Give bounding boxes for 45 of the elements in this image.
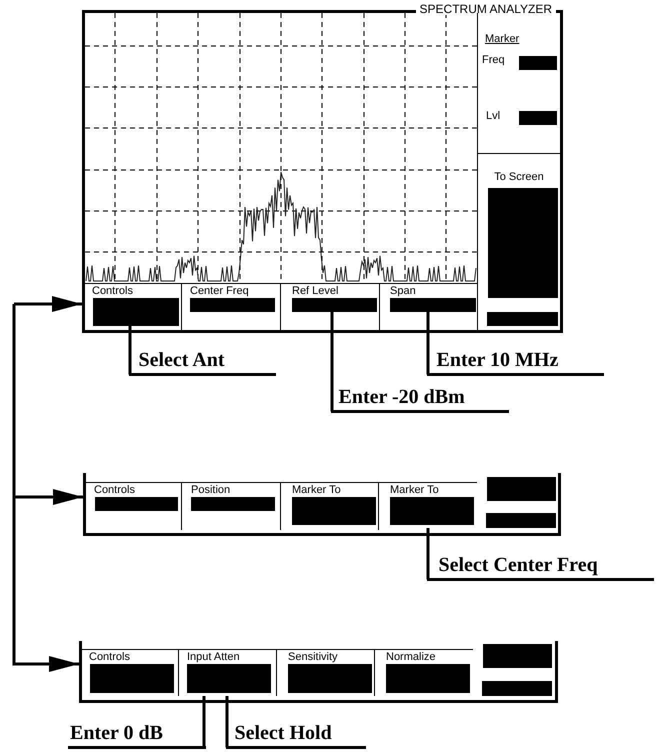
arrow bbox=[12, 304, 79, 672]
instruction-label: Select Center Freq bbox=[426, 550, 654, 581]
panel-title: SPECTRUM ANALYZER bbox=[416, 3, 556, 15]
softkey bbox=[374, 649, 473, 696]
marker-panel bbox=[477, 13, 560, 154]
softkey-label: Position bbox=[191, 485, 230, 496]
softkey-label: Center Freq bbox=[190, 286, 249, 297]
softkey-label: Sensitivity bbox=[288, 652, 338, 663]
marker-panel bbox=[477, 153, 560, 330]
softkey-label: Normalize bbox=[386, 652, 436, 663]
softkey-label: Ref Level bbox=[292, 286, 338, 297]
softkey-label: Controls bbox=[89, 652, 130, 663]
section-heading: To Screen bbox=[493, 172, 545, 183]
leader-line bbox=[128, 326, 132, 374]
softkey bbox=[181, 482, 280, 530]
softkey bbox=[276, 649, 374, 696]
softkey-label: Controls bbox=[94, 485, 135, 496]
softkey bbox=[280, 482, 378, 530]
softkey bbox=[379, 283, 477, 330]
instruction-label: Select Hold bbox=[226, 719, 366, 749]
softkey bbox=[178, 649, 276, 696]
softkey bbox=[280, 283, 379, 330]
arrow bbox=[14, 296, 82, 312]
leader-line bbox=[426, 528, 430, 580]
field-label: Freq bbox=[482, 55, 505, 66]
field-label: Lvl bbox=[486, 111, 500, 122]
softkey bbox=[378, 482, 477, 530]
softkey-label: Input Atten bbox=[187, 652, 240, 663]
instruction-label: Select Ant bbox=[128, 346, 276, 376]
leader-line bbox=[202, 696, 206, 748]
softkey-label: Controls bbox=[92, 286, 133, 297]
softkey bbox=[82, 649, 178, 696]
instruction-label: Enter 0 dB bbox=[68, 719, 206, 749]
softkey-menu-bar bbox=[83, 473, 561, 536]
softkey bbox=[181, 283, 280, 330]
softkey-label: Marker To bbox=[390, 485, 439, 496]
instruction-label: Enter -20 dBm bbox=[330, 383, 509, 413]
softkey-label: Marker To bbox=[292, 485, 341, 496]
instruction-label: Enter 10 MHz bbox=[426, 346, 604, 376]
leader-line bbox=[330, 312, 334, 412]
softkey-menu-bar bbox=[79, 641, 558, 703]
section-heading: Marker bbox=[485, 34, 520, 45]
softkey-label: Span bbox=[390, 286, 416, 297]
leader-line bbox=[226, 696, 228, 748]
leader-line bbox=[426, 312, 430, 374]
